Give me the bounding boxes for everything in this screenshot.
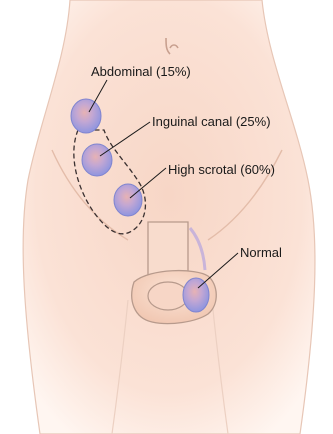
label-abdominal: Abdominal (15%) xyxy=(91,64,191,79)
testis-abdominal xyxy=(71,99,101,133)
glans xyxy=(148,282,188,310)
testis-inguinal xyxy=(82,144,112,176)
testis-high-scrotal xyxy=(114,184,142,216)
testis-normal xyxy=(183,278,209,312)
label-inguinal: Inguinal canal (25%) xyxy=(152,114,271,129)
label-high-scrotal: High scrotal (60%) xyxy=(168,162,275,177)
label-normal: Normal xyxy=(240,245,282,260)
